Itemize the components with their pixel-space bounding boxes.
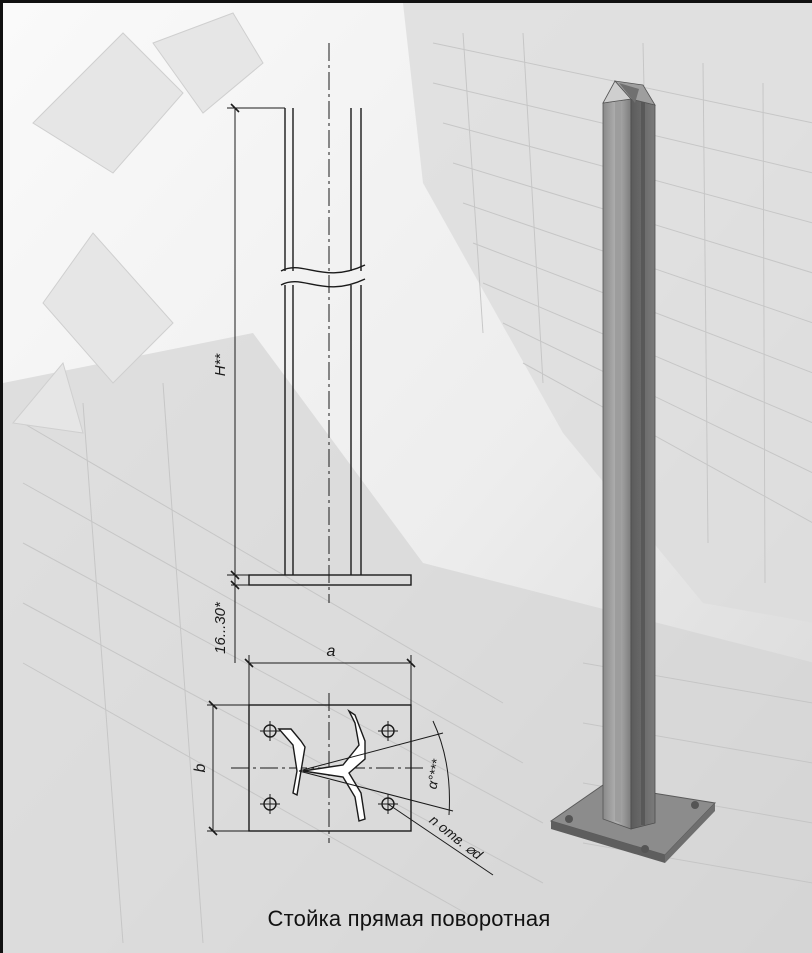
post-3d-render [549,80,717,863]
caption: Стойка прямая поворотная [267,906,551,931]
angle-label: α°*** [424,757,445,790]
width-b-label: b [192,763,209,772]
base-plate-plan-drawing [207,655,494,876]
plate-thickness-label: 16...30* [212,601,229,654]
post-elevation-drawing [227,43,412,663]
height-label: H** [212,353,229,377]
drawing-canvas: H** 16...30* [3,3,812,953]
width-a-label: a [327,643,336,660]
